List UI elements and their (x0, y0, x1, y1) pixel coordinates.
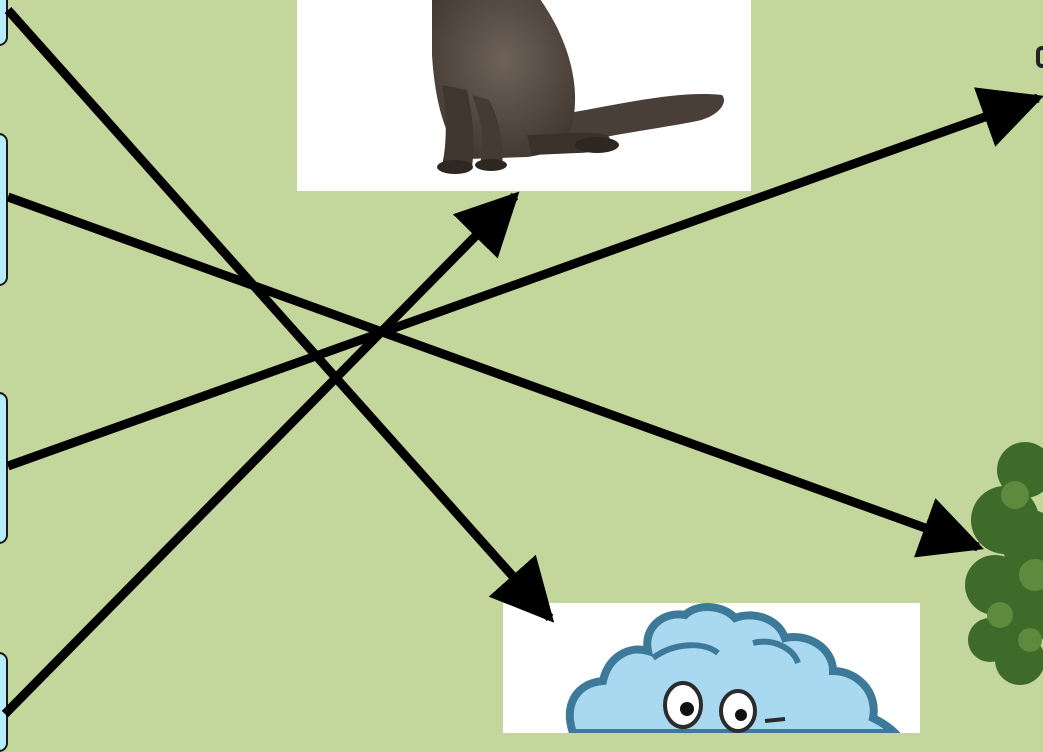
cloud-image (503, 603, 920, 733)
otter-image (297, 0, 751, 191)
arrow-4 (1, 191, 520, 718)
arrow-3 (6, 87, 1043, 471)
arrows-layer (1, 7, 1043, 718)
otter-icon (432, 0, 725, 174)
arrow-1 (4, 7, 555, 623)
cloud-icon (565, 603, 901, 733)
edge-mark (1036, 46, 1043, 68)
arrow-2 (6, 192, 984, 558)
